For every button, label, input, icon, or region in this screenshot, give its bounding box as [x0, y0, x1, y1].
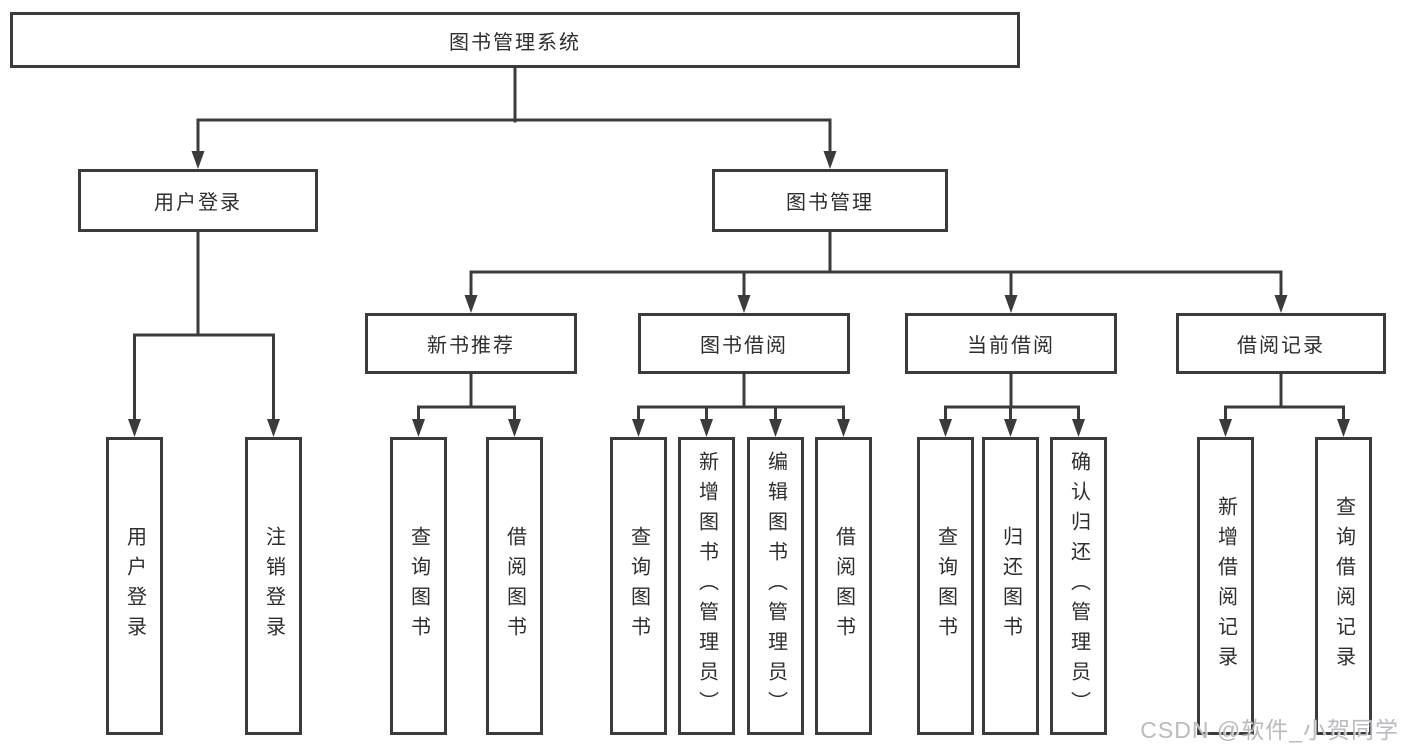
- current-borrow-branch-connector: [939, 372, 1085, 437]
- leaf-label: 用户登录: [123, 526, 146, 646]
- leaf-edit-book-admin: 编辑图书（管理员）: [747, 437, 804, 735]
- leaf-label: 查询图书: [934, 526, 957, 646]
- leaf-label: 确认归还（管理员）: [1067, 451, 1090, 721]
- borrow-records-branch-connector: [1219, 372, 1350, 437]
- leaf-label: 查询图书: [627, 526, 650, 646]
- leaf-logout: 注销登录: [245, 437, 302, 735]
- leaf-label: 归还图书: [999, 526, 1022, 646]
- node-new-book-recommend: 新书推荐: [365, 313, 577, 374]
- node-book-management: 图书管理: [712, 169, 948, 232]
- leaf-confirm-return-admin: 确认归还（管理员）: [1050, 437, 1107, 735]
- node-user-login: 用户登录: [78, 169, 318, 232]
- leaf-label: 新增图书（管理员）: [695, 451, 718, 721]
- leaf-add-borrow-record: 新增借阅记录: [1197, 437, 1254, 735]
- node-book-borrowing: 图书借阅: [638, 313, 850, 374]
- leaf-borrow-books-borrow: 借阅图书: [815, 437, 872, 735]
- leaf-add-book-admin: 新增图书（管理员）: [678, 437, 735, 735]
- leaf-return-books: 归还图书: [982, 437, 1039, 735]
- leaf-query-books-borrow: 查询图书: [610, 437, 667, 735]
- node-borrow-records: 借阅记录: [1176, 313, 1386, 374]
- new-book-branch-connector: [412, 372, 521, 437]
- node-current-borrowing: 当前借阅: [905, 313, 1117, 374]
- leaf-label: 借阅图书: [503, 526, 526, 646]
- leaf-query-books-current: 查询图书: [917, 437, 974, 735]
- root-to-level2-connector: [191, 66, 837, 169]
- node-root: 图书管理系统: [10, 12, 1020, 68]
- book-borrow-branch-connector: [632, 372, 850, 437]
- leaf-label: 新增借阅记录: [1214, 496, 1237, 676]
- book-management-branch-connector: [464, 230, 1288, 313]
- leaf-query-borrow-record: 查询借阅记录: [1315, 437, 1372, 735]
- user-login-branch-connector: [128, 230, 280, 437]
- leaf-query-books-newbook: 查询图书: [390, 437, 447, 735]
- watermark: CSDN @软件_小贺同学: [1140, 717, 1399, 743]
- leaf-label: 借阅图书: [832, 526, 855, 646]
- leaf-borrow-books-newbook: 借阅图书: [486, 437, 543, 735]
- leaf-label: 查询借阅记录: [1332, 496, 1355, 676]
- leaf-user-login: 用户登录: [106, 437, 163, 735]
- leaf-label: 注销登录: [262, 526, 285, 646]
- leaf-label: 编辑图书（管理员）: [764, 451, 787, 721]
- leaf-label: 查询图书: [407, 526, 430, 646]
